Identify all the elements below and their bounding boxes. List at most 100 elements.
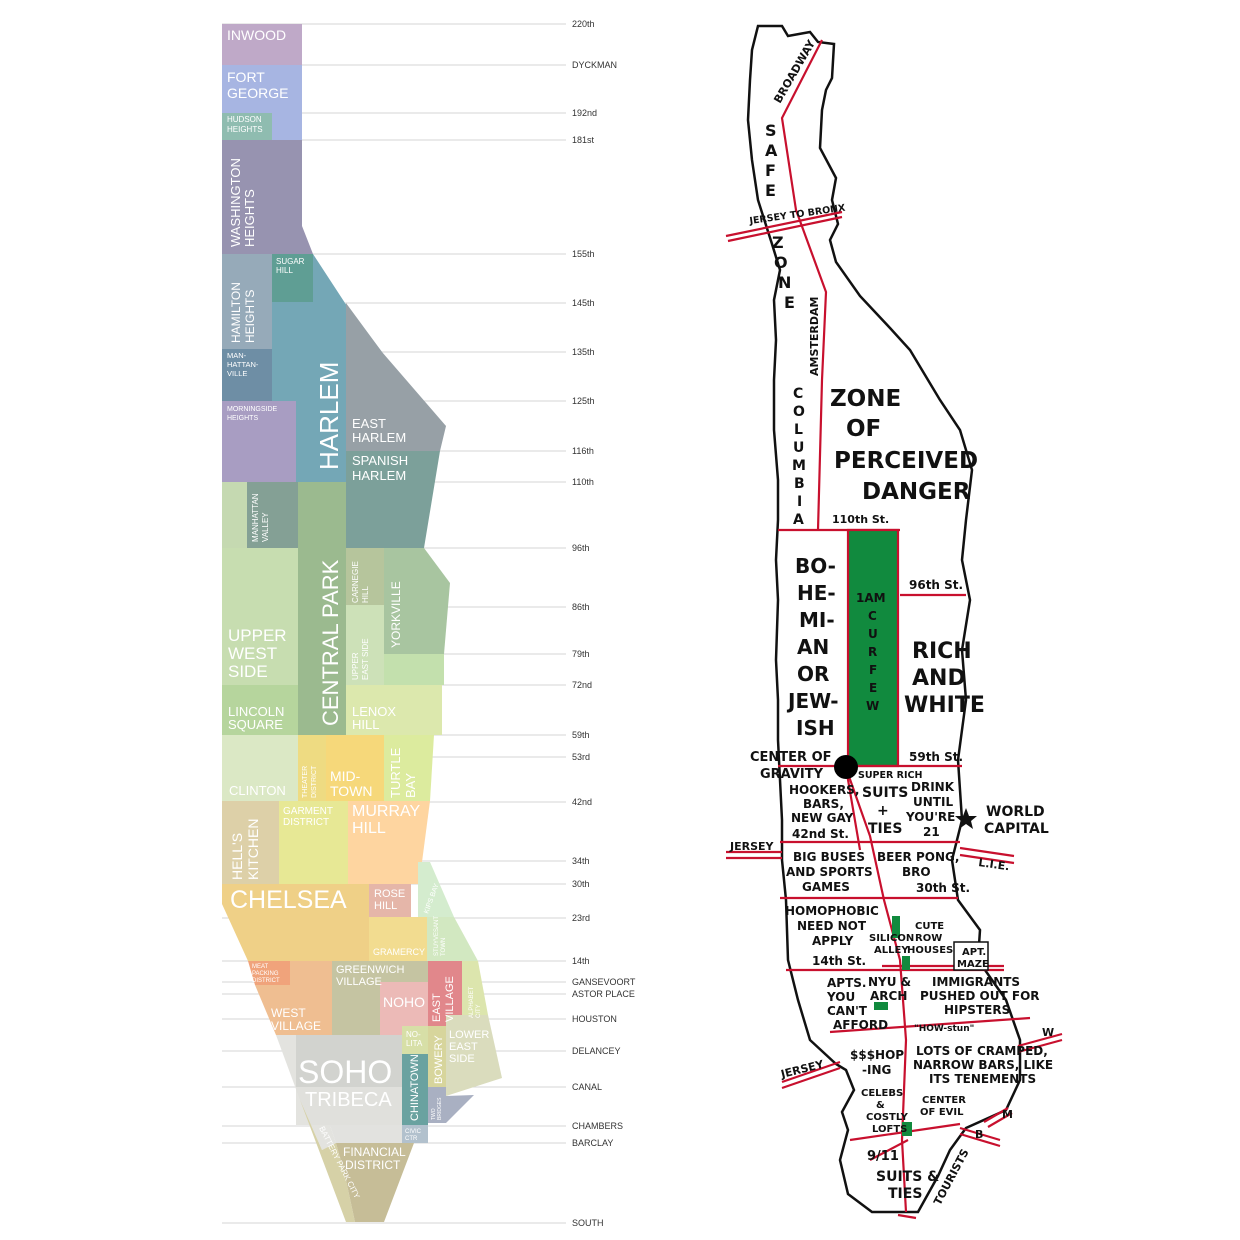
- label-nolita-1: NO-: [406, 1030, 421, 1039]
- region-hells-kitchen: [222, 801, 279, 884]
- region-gramercy-top: [369, 917, 427, 961]
- label-manhattan-valley-2: VALLEY: [261, 512, 270, 542]
- region-hudson-east: [272, 113, 302, 140]
- region-manhattanville: [222, 349, 272, 401]
- street-label: 53rd: [572, 752, 590, 762]
- label-bowery: BOWERY: [433, 1035, 445, 1084]
- region-greenwich2: [332, 1002, 380, 1035]
- street-label: ASTOR PLACE: [572, 989, 635, 999]
- region-murray-hill: [348, 801, 430, 884]
- street-label: 155th: [572, 249, 595, 259]
- label-murray-hill-1: MURRAY: [352, 803, 420, 820]
- label-midtown-1: MID-: [330, 768, 361, 784]
- label-meatpacking-1: MEAT: [252, 964, 269, 970]
- label-carnegie-hill-2: HILL: [361, 586, 370, 603]
- region-turtle-bay: [384, 735, 434, 801]
- label-harlem: HARLEM: [314, 362, 344, 470]
- label-morningside-2: HEIGHTS: [227, 415, 258, 422]
- region-hudson-heights: [222, 113, 272, 140]
- street-label: GANSEVOORT: [572, 977, 636, 987]
- region-stuy-town: [427, 917, 478, 961]
- label-east-village-2: VILLAGE: [444, 976, 456, 1022]
- label-rose-hill-1: ROSE: [374, 888, 405, 900]
- label-financial-2: DISTRICT: [345, 1158, 401, 1172]
- street-label: 86th: [572, 602, 590, 612]
- street-label: 34th: [572, 856, 590, 866]
- label-lincoln-2: SQUARE: [228, 717, 283, 732]
- region-lincoln-square: [222, 685, 298, 735]
- region-inwood: [222, 24, 302, 65]
- label-inwood: INWOOD: [227, 27, 286, 43]
- label-washington-heights-2: HEIGHTS: [242, 189, 257, 247]
- neighborhood-regions: [222, 24, 502, 1222]
- neighborhood-labels: INWOOD FORT GEORGE HUDSON HEIGHTS WASHIN…: [227, 27, 489, 1201]
- region-sugar-hill: [272, 254, 313, 302]
- label-spanish-harlem-1: SPANISH: [352, 453, 408, 468]
- street-label: 30th: [572, 879, 590, 889]
- label-theater-1: THEATER: [302, 766, 309, 798]
- region-lenox-hill: [346, 685, 442, 735]
- region-chinatown: [402, 1054, 428, 1125]
- label-hells-kitchen-2: KITCHEN: [245, 819, 261, 880]
- region-financial: [336, 1143, 414, 1222]
- label-clinton: CLINTON: [229, 783, 286, 798]
- region-upper-west-side: [222, 548, 298, 685]
- region-clinton: [222, 735, 298, 801]
- street-label: CANAL: [572, 1082, 602, 1092]
- street-label: HOUSTON: [572, 1014, 617, 1024]
- label-garment-2: DISTRICT: [283, 817, 329, 828]
- label-spanish-harlem-2: HARLEM: [352, 468, 406, 483]
- label-lenox-hill-1: LENOX: [352, 704, 396, 719]
- street-label: BARCLAY: [572, 1138, 613, 1148]
- label-alphabet-2: CITY: [476, 1004, 482, 1018]
- label-west-village-1: WEST: [271, 1006, 306, 1020]
- label-east-harlem-1: EAST: [352, 416, 386, 431]
- region-tribeca-lower: [330, 1125, 402, 1143]
- label-east-harlem-2: HARLEM: [352, 430, 406, 445]
- street-label: 192nd: [572, 108, 597, 118]
- label-hudson-heights-1: HUDSON: [227, 115, 262, 124]
- region-meatpacking: [248, 961, 290, 985]
- label-sugar-hill-2: HILL: [276, 266, 293, 275]
- street-label: 145th: [572, 298, 595, 308]
- label-fort-george-2: GEORGE: [227, 85, 288, 101]
- label-alphabet-1: ALPHABET: [469, 986, 475, 1018]
- region-kips-bay: [418, 862, 454, 917]
- street-label: DYCKMAN: [572, 60, 617, 70]
- region-tribeca: [296, 1087, 402, 1125]
- region-soho: [296, 1035, 402, 1087]
- label-hamilton-heights-1: HAMILTON: [229, 282, 243, 343]
- label-morningside-1: MORNINGSIDE: [227, 406, 278, 413]
- region-les: [446, 1015, 502, 1096]
- street-label: 220th: [572, 19, 595, 29]
- street-label: 23rd: [572, 913, 590, 923]
- label-civic-1: CIVIC: [405, 1129, 422, 1135]
- label-rose-hill-2: HILL: [374, 900, 397, 912]
- street-label: 110th: [572, 477, 594, 487]
- label-manhattanville-2: HATTAN-: [227, 360, 259, 369]
- label-stuy-town-1: STUYVESANT: [434, 916, 440, 956]
- region-west-village: [255, 961, 332, 1035]
- label-chelsea: CHELSEA: [230, 886, 347, 914]
- street-label: 72nd: [572, 680, 592, 690]
- region-garment: [279, 801, 348, 884]
- label-fort-george-1: FORT: [227, 69, 265, 85]
- label-hells-kitchen-1: HELL'S: [229, 833, 245, 880]
- label-garment-1: GARMENT: [283, 806, 333, 817]
- label-manhattan-valley-1: MANHATTAN: [251, 493, 260, 542]
- label-les-1: LOWER: [449, 1029, 489, 1041]
- street-label: DELANCEY: [572, 1046, 621, 1056]
- label-les-2: EAST: [449, 1041, 478, 1053]
- label-two-bridges-1: TWO: [431, 1108, 437, 1120]
- label-civic-2: CTR: [405, 1136, 418, 1142]
- region-washington-heights: [222, 140, 313, 254]
- region-nolita: [402, 1026, 428, 1054]
- label-hamilton-heights-2: HEIGHTS: [243, 290, 257, 343]
- region-manhattan-valley: [247, 482, 298, 548]
- label-greenwich-2: VILLAGE: [336, 976, 382, 988]
- label-uws-2: WEST: [228, 644, 277, 663]
- street-label: 79th: [572, 649, 590, 659]
- street-label: 116th: [572, 446, 594, 456]
- label-yorkville: YORKVILLE: [389, 581, 403, 648]
